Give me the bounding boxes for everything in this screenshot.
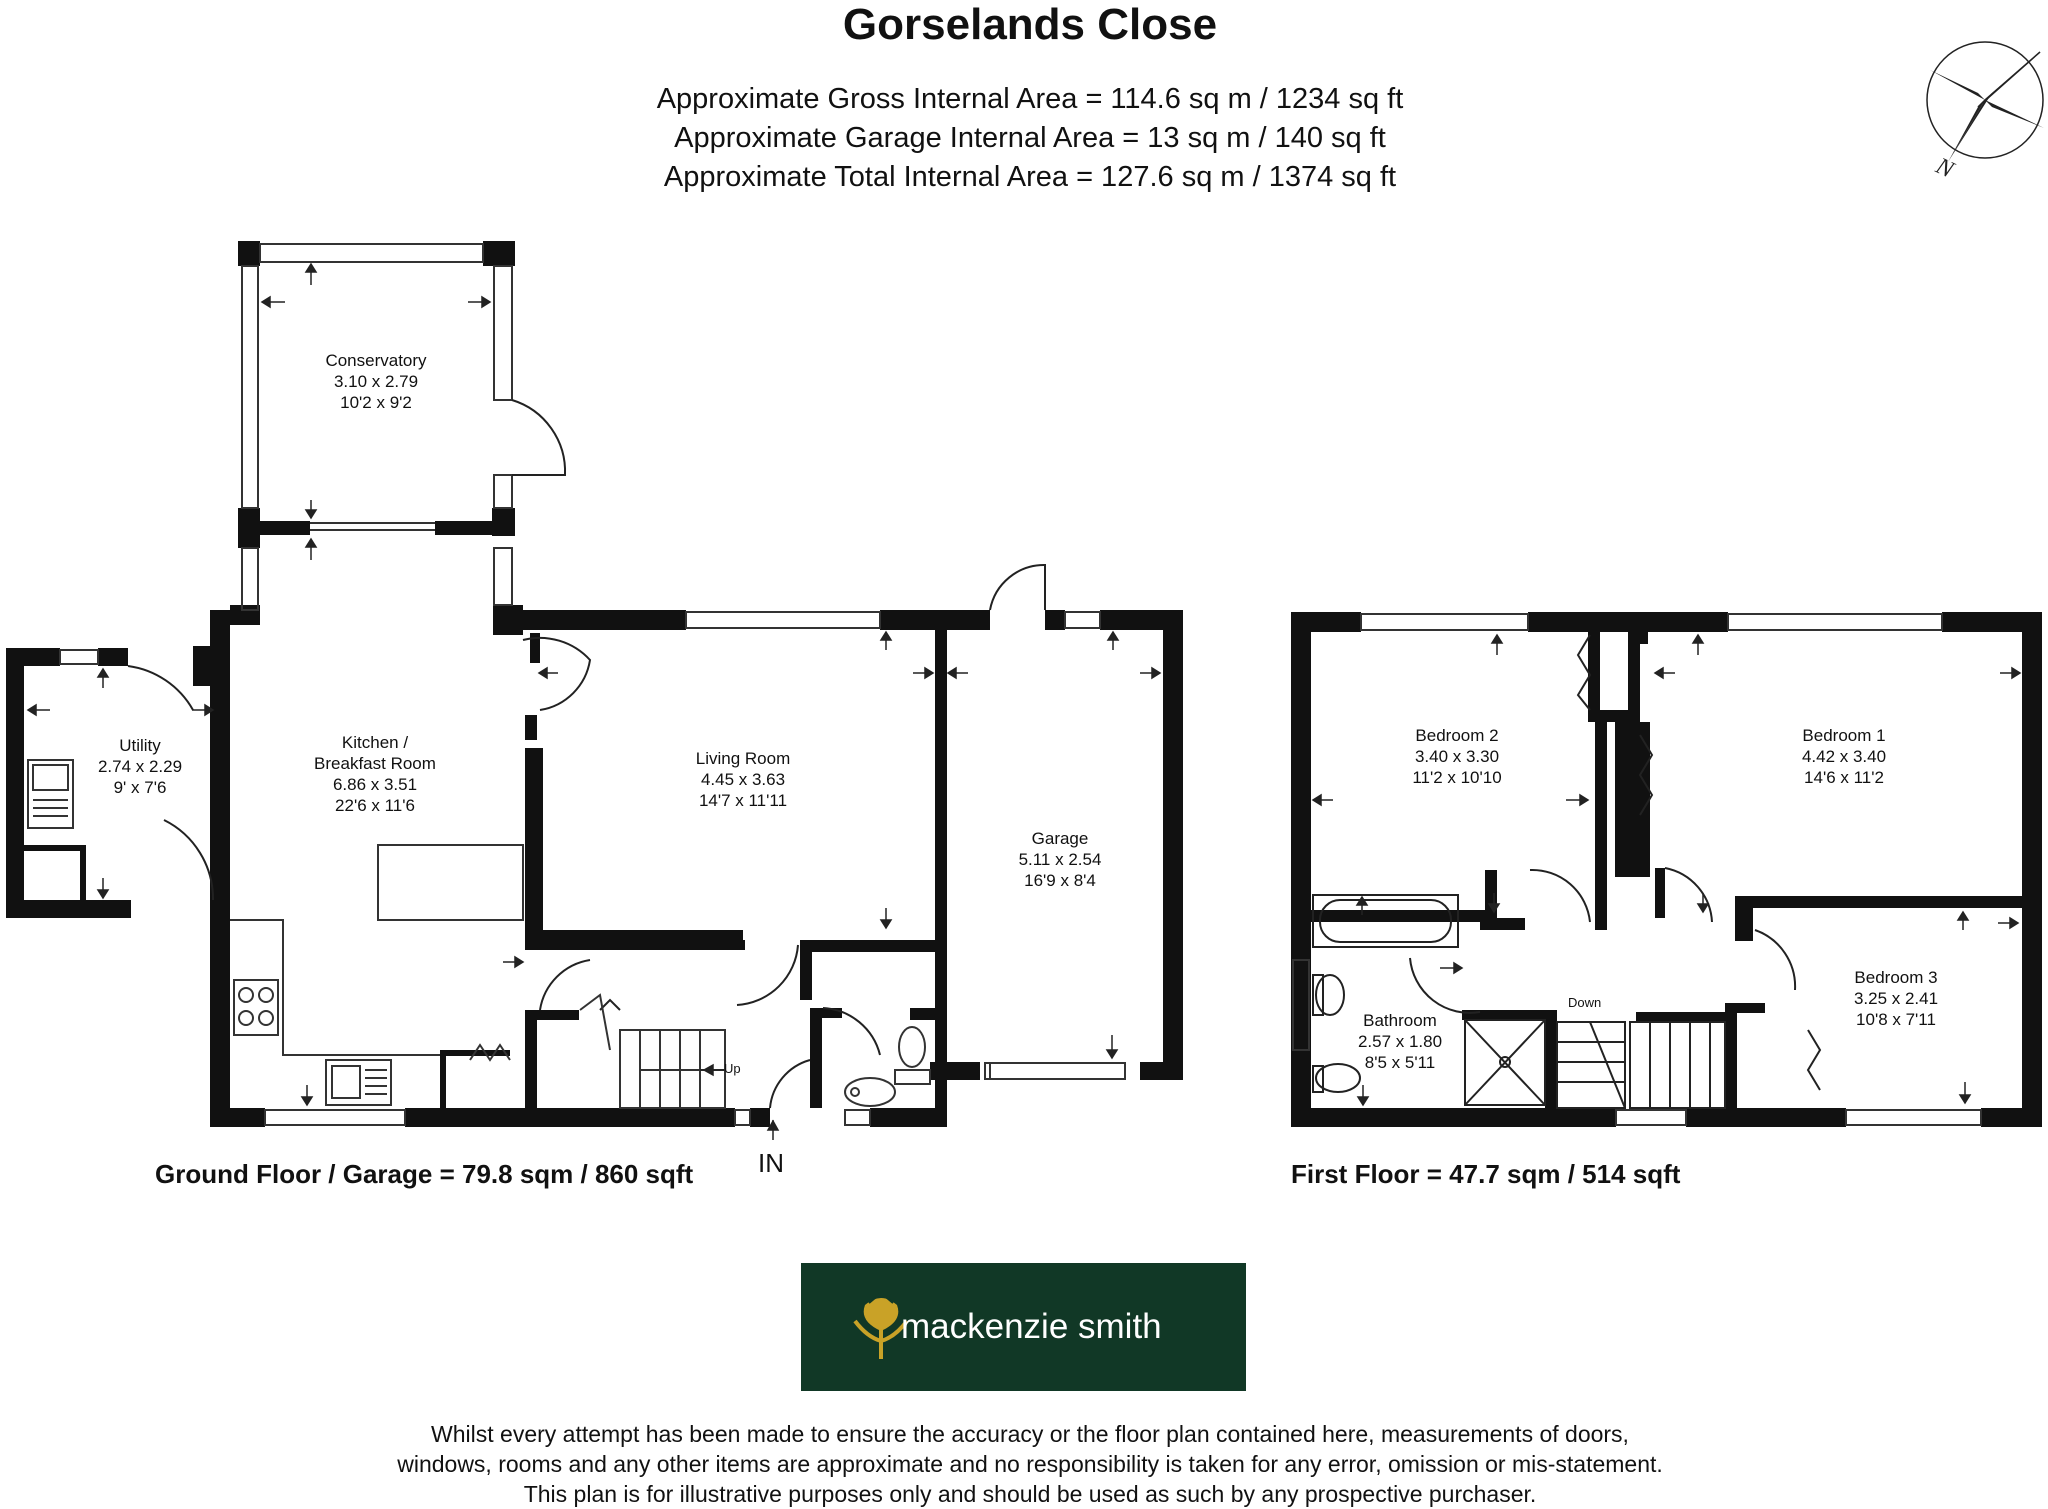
room-metric: 2.74 x 2.29 (97, 757, 183, 776)
thistle-icon (853, 1291, 909, 1359)
room-name: Bedroom 2 (1415, 726, 1499, 745)
room-name: Bedroom 3 (1854, 968, 1938, 987)
room-imperial: 9' x 7'6 (113, 778, 167, 797)
stairs-down-label: Down (1568, 995, 1602, 1010)
first-floor-windows (1292, 613, 1982, 1126)
room-bedroom-2: Bedroom 2 3.40 x 3.30 11'2 x 10'10 (1377, 725, 1537, 788)
room-imperial: 8'5 x 5'11 (1364, 1053, 1436, 1072)
room-kitchen: Kitchen / Breakfast Room 6.86 x 3.51 22'… (295, 732, 455, 816)
room-metric: 3.10 x 2.79 (333, 372, 419, 391)
room-name: Bedroom 1 (1802, 726, 1886, 745)
room-name-line2: Breakfast Room (314, 754, 436, 773)
room-imperial: 14'6 x 11'2 (1804, 768, 1884, 787)
room-garage: Garage 5.11 x 2.54 16'9 x 8'4 (980, 828, 1140, 891)
ground-floor-doors (127, 399, 1046, 1109)
ground-floor-walls (6, 241, 1183, 1127)
room-name: Garage (1031, 829, 1089, 848)
ground-floor-area-label: Ground Floor / Garage = 79.8 sqm / 860 s… (155, 1159, 694, 1189)
room-imperial: 14'7 x 11'11 (698, 791, 788, 810)
ground-floor-fittings (27, 759, 1126, 1109)
room-imperial: 11'2 x 10'10 (1412, 768, 1502, 787)
gross-area-text: Approximate Gross Internal Area = 114.6 … (656, 83, 1404, 115)
room-name: Bathroom (1363, 1011, 1437, 1030)
room-living-room: Living Room 4.45 x 3.63 14'7 x 11'11 (663, 748, 823, 811)
room-metric: 2.57 x 1.80 (1357, 1032, 1443, 1051)
room-conservatory: Conservatory 3.10 x 2.79 10'2 x 9'2 (296, 350, 456, 413)
disclaimer-line: Whilst every attempt has been made to en… (431, 1421, 1629, 1447)
room-bathroom: Bathroom 2.57 x 1.80 8'5 x 5'11 (1320, 1010, 1480, 1073)
room-name-line1: Kitchen / (341, 733, 409, 752)
room-utility: Utility 2.74 x 2.29 9' x 7'6 (70, 735, 210, 798)
agent-name: mackenzie smith (901, 1307, 1162, 1346)
room-imperial: 16'9 x 8'4 (1024, 871, 1096, 890)
room-metric: 3.40 x 3.30 (1414, 747, 1500, 766)
room-metric: 3.25 x 2.41 (1853, 989, 1939, 1008)
room-bedroom-1: Bedroom 1 4.42 x 3.40 14'6 x 11'2 (1764, 725, 1924, 788)
stairs-up-label: Up (724, 1061, 741, 1076)
room-bedroom-3: Bedroom 3 3.25 x 2.41 10'8 x 7'11 (1816, 967, 1976, 1030)
room-imperial: 10'2 x 9'2 (340, 393, 412, 412)
room-name: Conservatory (325, 351, 427, 370)
disclaimer-line: This plan is for illustrative purposes o… (523, 1481, 1537, 1507)
first-floor-area-label: First Floor = 47.7 sqm / 514 sqft (1291, 1159, 1681, 1189)
room-metric: 4.42 x 3.40 (1801, 747, 1887, 766)
page-title: Gorselands Close (842, 0, 1218, 49)
disclaimer-line: windows, rooms and any other items are a… (397, 1451, 1663, 1477)
room-imperial: 10'8 x 7'11 (1856, 1010, 1936, 1029)
room-metric: 6.86 x 3.51 (332, 775, 418, 794)
agent-logo: mackenzie smith (801, 1263, 1246, 1391)
entrance-label: IN (758, 1148, 784, 1178)
room-metric: 4.45 x 3.63 (700, 770, 786, 789)
first-floor-doors-fittings (1312, 634, 1822, 1109)
disclaimer: Whilst every attempt has been made to en… (0, 1419, 2048, 1509)
dimension-arrows (26, 262, 2022, 1140)
room-name: Utility (119, 736, 161, 755)
total-area-text: Approximate Total Internal Area = 127.6 … (663, 161, 1397, 193)
first-floor-walls (1291, 612, 2042, 1127)
room-imperial: 22'6 x 11'6 (335, 796, 415, 815)
compass-north-label: N (1931, 153, 1959, 185)
room-name: Living Room (695, 749, 791, 768)
compass-rose-icon: N (1926, 41, 2044, 185)
ground-floor-windows (59, 243, 1126, 1126)
room-metric: 5.11 x 2.54 (1018, 850, 1102, 869)
garage-area-text: Approximate Garage Internal Area = 13 sq… (674, 122, 1386, 154)
